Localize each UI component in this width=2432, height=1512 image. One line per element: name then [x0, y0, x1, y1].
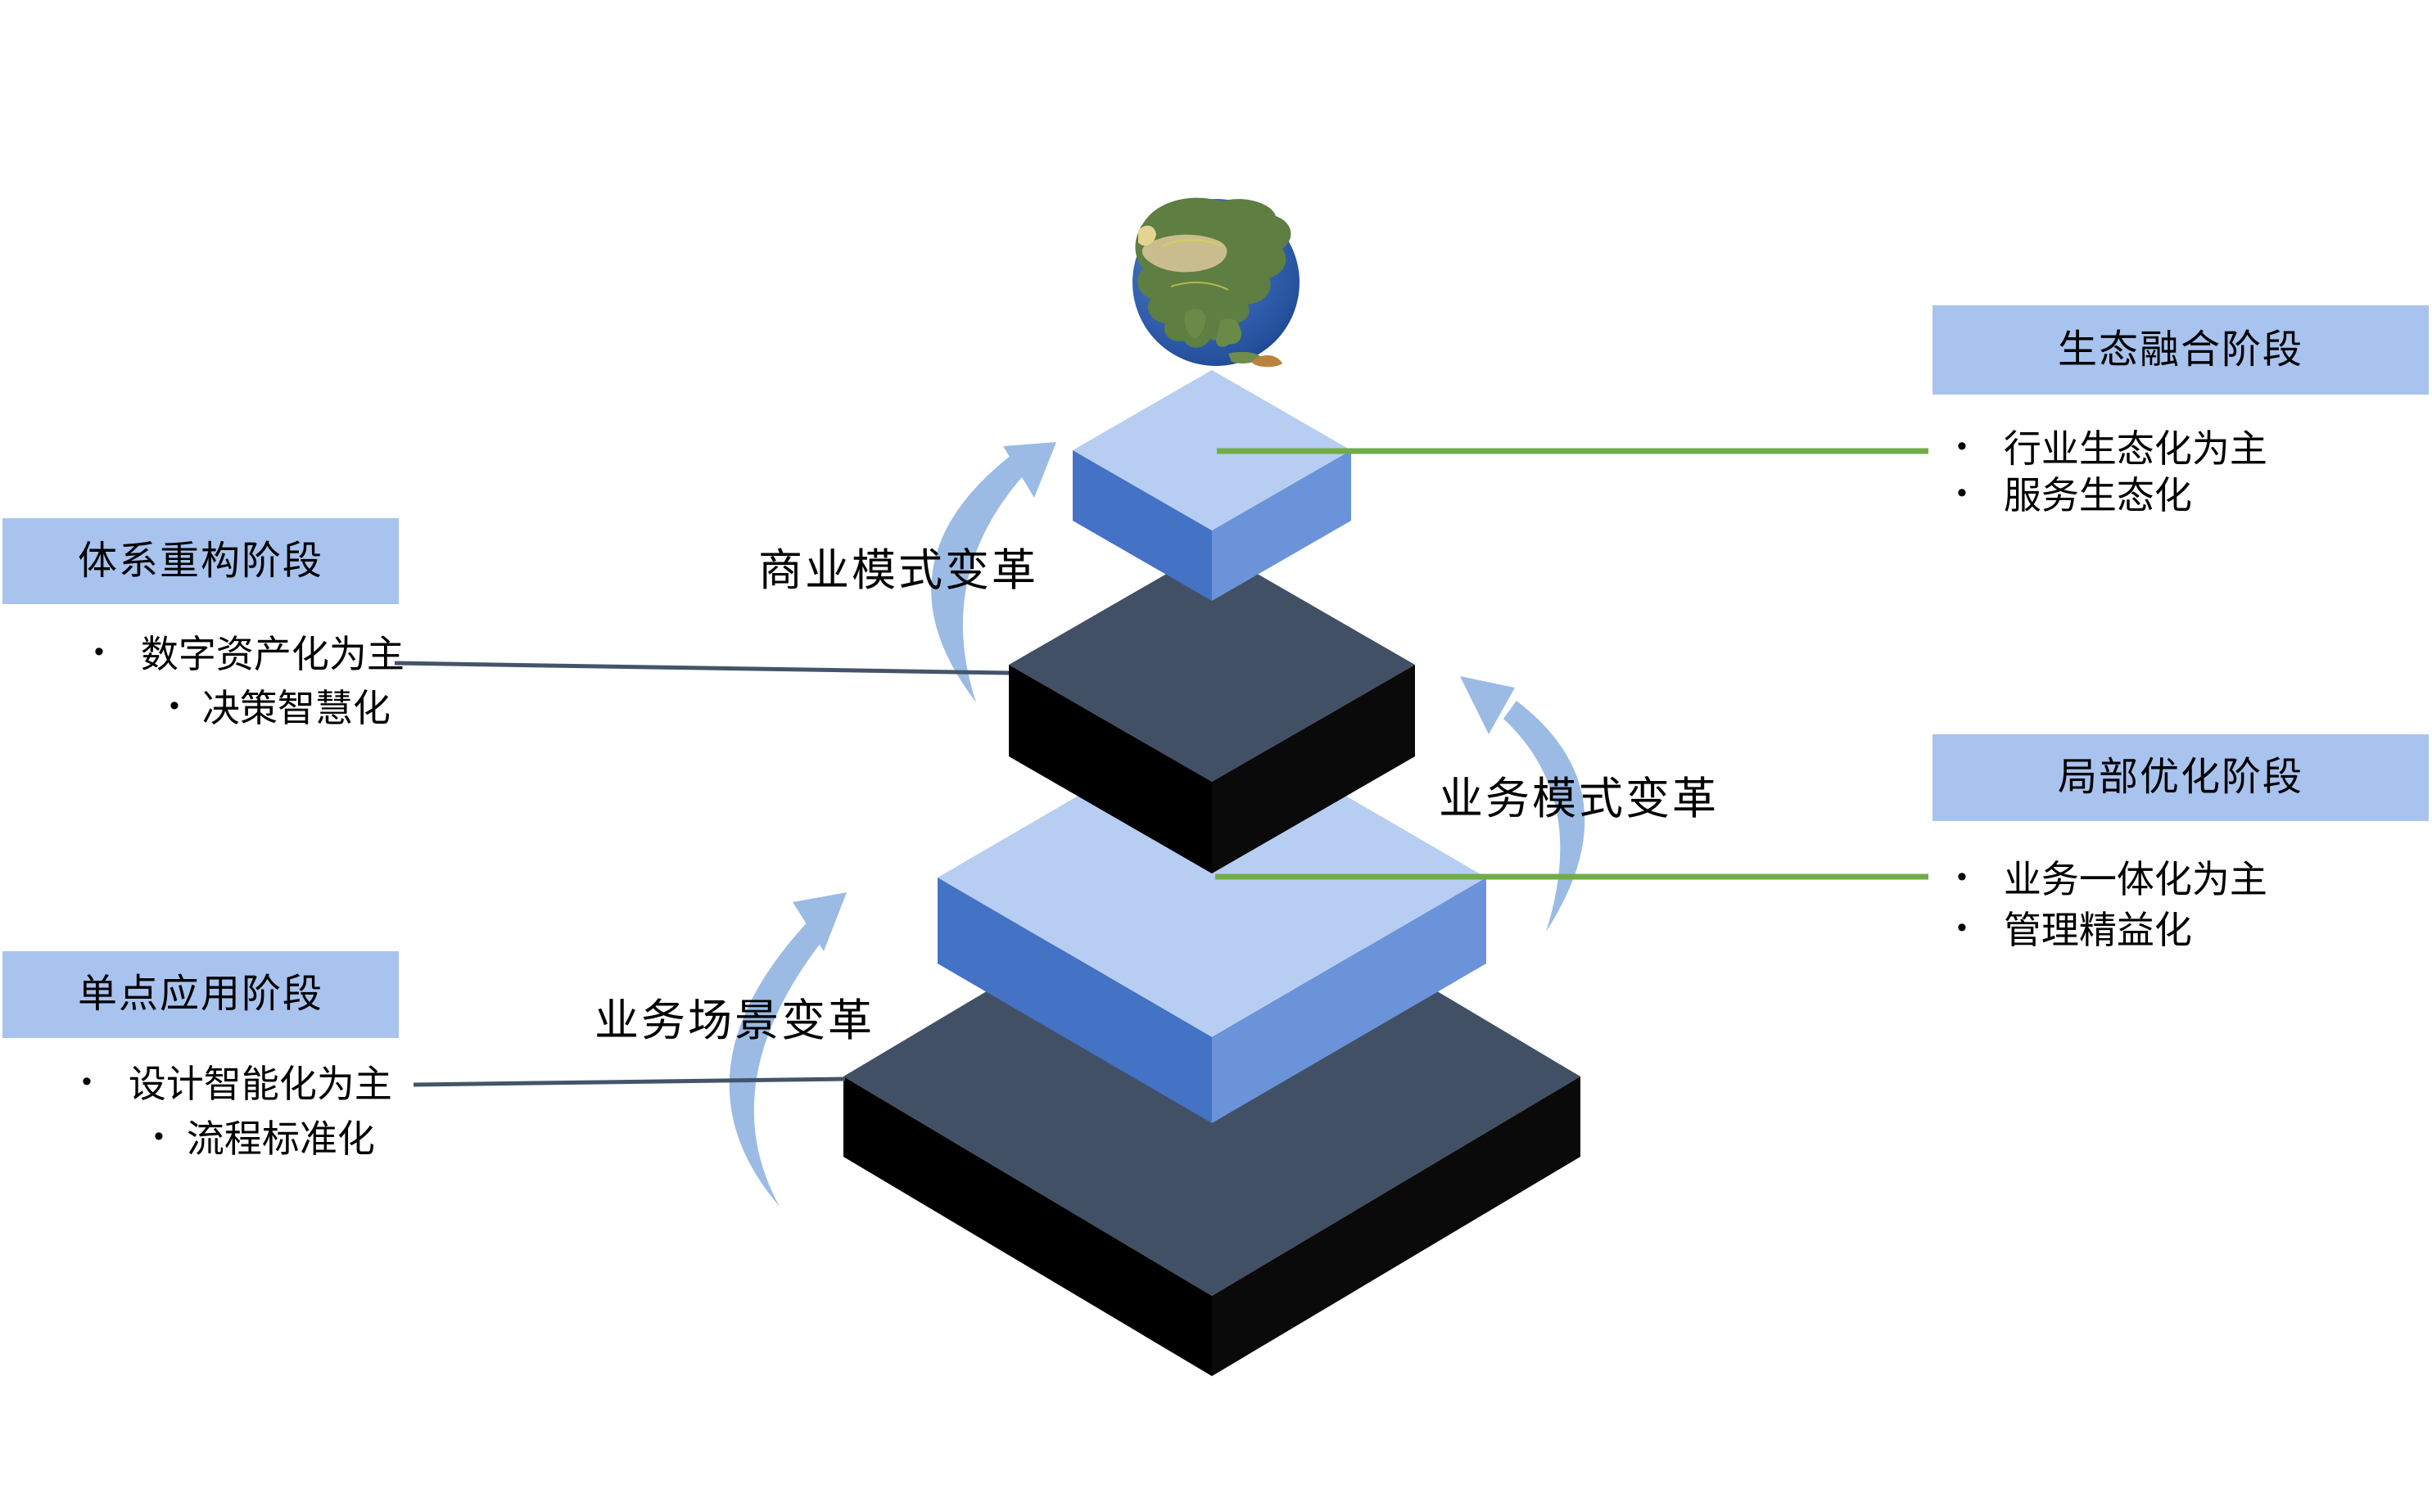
curved-arrow-head-icon [793, 892, 847, 951]
layer2-right-face [1212, 665, 1415, 873]
curved-arrow-arc [729, 917, 827, 1207]
connector-line-single-point [413, 1076, 846, 1087]
stage-box-local-optimization: 局部优化阶段 [1932, 734, 2429, 821]
bullet-dot: • [94, 636, 104, 667]
bullet-item-system-2: • 决策智慧化 [170, 679, 391, 732]
label-operation-model-transformation: 业务模式变革 [1439, 774, 1719, 824]
stage-box-ecosystem: 生态融合阶段 [1932, 305, 2429, 395]
bullet-item-single-1: • 设计智能化为主 [82, 1055, 392, 1108]
layer3-left-face [938, 878, 1212, 1123]
pyramid-layer-2 [1009, 548, 1415, 873]
bullet-item-single-2: • 流程标准化 [154, 1110, 375, 1162]
layer1-right-face [1212, 450, 1351, 601]
bullet-dot: • [1957, 861, 1967, 892]
pyramid-layer-1 [1073, 370, 1351, 601]
layer4-right-face [1212, 1076, 1580, 1376]
bullet-text: 业务一体化为主 [2003, 858, 2267, 900]
pyramid-layer-3 [938, 718, 1486, 1123]
bullet-dot: • [154, 1121, 164, 1152]
bullet-item-local-1: • 业务一体化为主 [1957, 851, 2267, 903]
bullet-text: 流程标准化 [186, 1117, 375, 1160]
layer4-left-face [843, 1076, 1212, 1376]
bullet-item-local-2: • 管理精益化 [1957, 901, 2192, 954]
layer2-left-face [1009, 665, 1212, 873]
layer1-left-face [1073, 450, 1212, 601]
label-business-model-transformation: 商业模式变革 [758, 546, 1038, 595]
bullet-text: 管理精益化 [2003, 909, 2192, 951]
layer3-right-face [1212, 878, 1486, 1123]
curved-arrow-arc [931, 452, 1028, 702]
earth-globe-icon [1132, 197, 1300, 368]
bullet-item-ecosystem-1: • 行业生态化为主 [1957, 420, 2267, 472]
bullet-dot: • [1957, 477, 1967, 508]
curved-arrow-business-scenario [729, 892, 847, 1207]
bullet-dot: • [1957, 431, 1967, 462]
bullet-text: 决策智慧化 [201, 687, 391, 729]
bullet-item-system-1: • 数字资产化为主 [94, 625, 405, 678]
curved-arrow-head-icon [1460, 676, 1515, 734]
bullet-text: 服务生态化 [2003, 474, 2192, 517]
bullet-dot: • [82, 1066, 92, 1097]
bullet-dot: • [170, 690, 179, 721]
bullet-text: 数字资产化为主 [140, 633, 405, 675]
stage-box-single-point: 单点应用阶段 [2, 951, 399, 1038]
bullet-dot: • [1957, 912, 1967, 943]
connector-line-system-restructure [394, 661, 1010, 675]
bullet-item-ecosystem-2: • 服务生态化 [1957, 467, 2192, 519]
label-business-scenario-transformation: 业务场景变革 [594, 996, 875, 1045]
bullet-text: 设计智能化为主 [128, 1063, 392, 1105]
stage-box-system-restructure: 体系重构阶段 [2, 518, 399, 604]
curved-arrow-head-icon [1003, 442, 1056, 498]
bullet-text: 行业生态化为主 [2003, 427, 2267, 470]
curved-arrow-business-model [931, 442, 1056, 702]
